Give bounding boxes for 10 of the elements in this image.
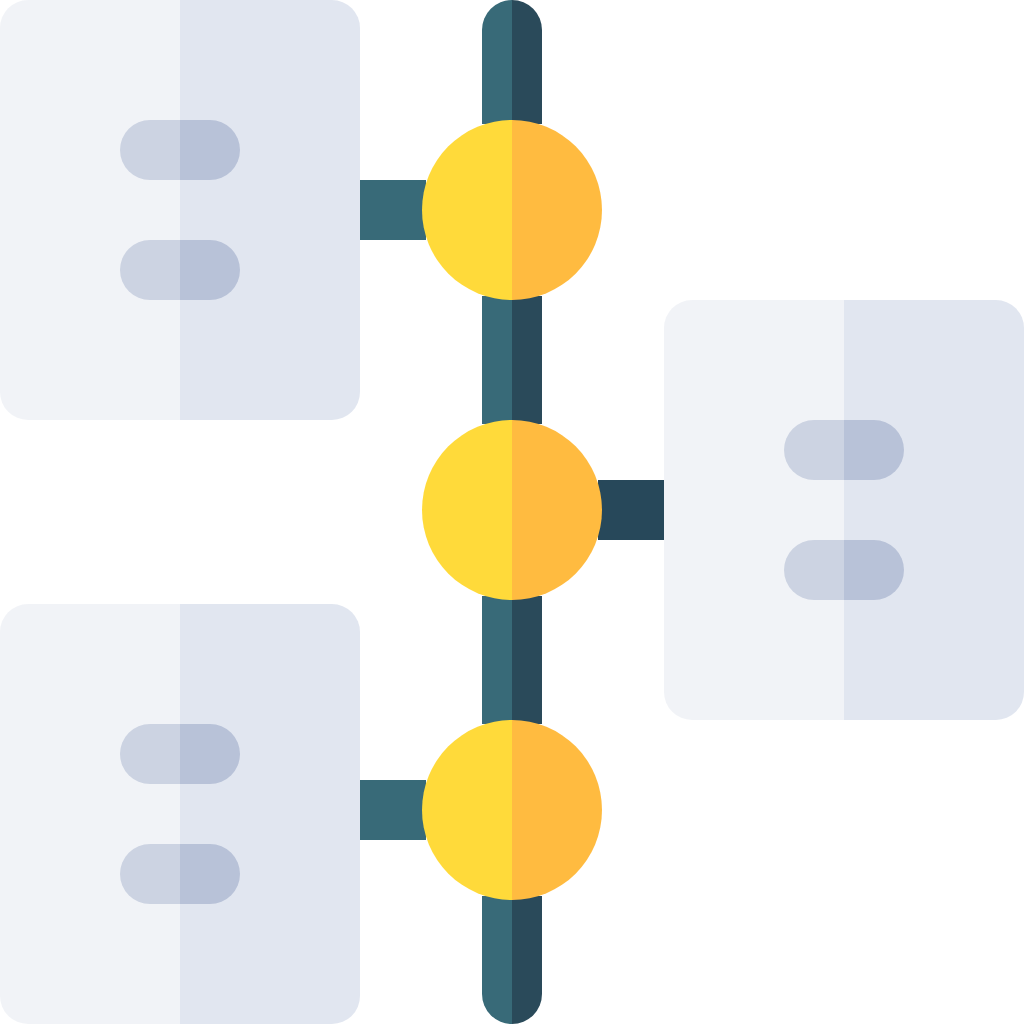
connector (482, 0, 542, 124)
connector (482, 596, 542, 724)
content-card (0, 604, 360, 1024)
content-card (664, 300, 1024, 720)
connector (360, 180, 426, 240)
connector (598, 480, 664, 540)
connector (482, 896, 542, 1024)
connector (482, 296, 542, 424)
content-card (0, 0, 360, 420)
connector (360, 780, 426, 840)
